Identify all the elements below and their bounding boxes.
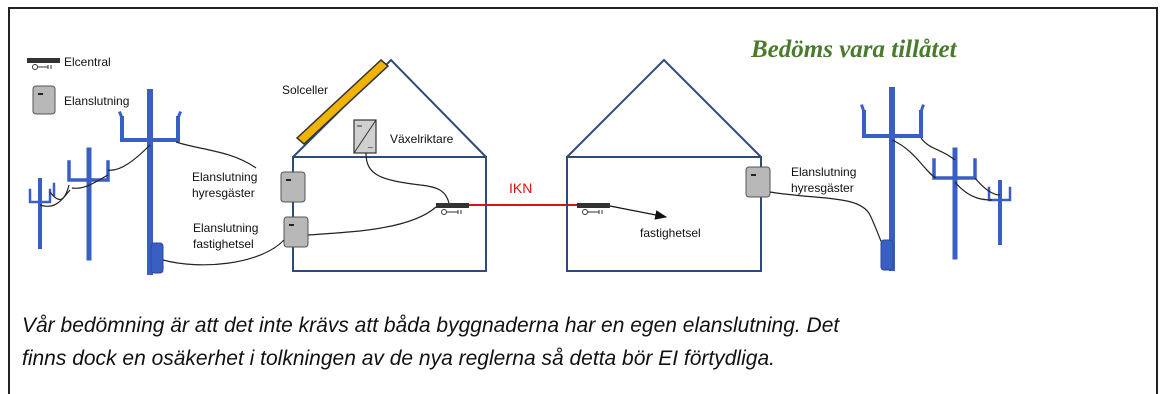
svg-text:~: ~ — [367, 143, 374, 152]
right-pole-connection-box — [880, 239, 894, 271]
verdict-title: Bedöms vara tillåtet — [750, 36, 958, 63]
caption-line-2: finns dock en osäkerhet i tolkningen av … — [22, 347, 775, 370]
vaxelriktare-icon: ~ — [353, 119, 377, 154]
right-utility-poles — [860, 87, 1012, 271]
elanslutning-hyresgaster-right-label-2: hyresgäster — [791, 181, 854, 195]
elanslutning-hyresgaster-left-label-2: hyresgäster — [192, 186, 255, 200]
diagram-frame — [8, 7, 1158, 394]
elanslutning-hyresgaster-right-icon — [745, 166, 771, 198]
solceller-label: Solceller — [282, 83, 328, 97]
elanslutning-hyresgaster-right-label-1: Elanslutning — [791, 165, 856, 179]
right-elcentral-icon — [577, 203, 610, 215]
elanslutning-fastighetsel-label-1: Elanslutning — [193, 221, 258, 235]
solar-panel — [295, 58, 390, 146]
right-building — [566, 58, 762, 272]
legend: Elcentral Elanslutning — [27, 55, 129, 115]
fastighetsel-label: fastighetsel — [640, 226, 701, 240]
elanslutning-hyresgaster-left-icon — [280, 171, 306, 203]
left-building-wires — [162, 152, 450, 266]
legend-elcentral-label: Elcentral — [64, 55, 111, 69]
elanslutning-hyresgaster-left-label-1: Elanslutning — [192, 170, 257, 184]
elanslutning-fastighetsel-icon — [283, 216, 309, 248]
elanslutning-legend-icon — [32, 85, 56, 115]
left-elcentral-icon — [436, 203, 469, 215]
vaxelriktare-label: Växelriktare — [390, 132, 454, 146]
legend-elanslutning-label: Elanslutning — [64, 94, 129, 108]
elcentral-legend-icon — [27, 58, 60, 70]
left-pole-connection-box — [150, 242, 164, 274]
elanslutning-fastighetsel-label-2: fastighetsel — [193, 237, 254, 251]
right-overhead-wires — [891, 137, 1001, 201]
right-service-wire — [769, 191, 885, 249]
left-utility-poles — [28, 89, 182, 275]
caption-line-1: Vår bedömning är att det inte krävs att … — [22, 314, 840, 337]
fastighetsel-arrow — [609, 205, 668, 220]
left-overhead-wires — [39, 141, 257, 207]
ikn-label: IKN — [509, 180, 532, 196]
caption: Vår bedömning är att det inte krävs att … — [22, 309, 1142, 375]
